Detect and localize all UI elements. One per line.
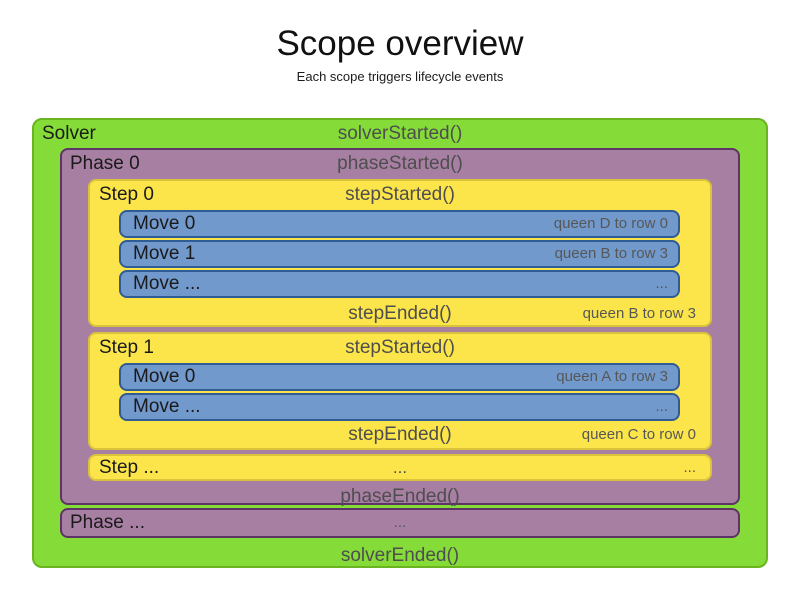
move-label: Move 0 [133, 366, 196, 387]
step-ended-detail: queen B to row 3 [582, 305, 696, 322]
move-detail: queen D to row 0 [553, 215, 668, 232]
step-ended-event: stepEnded() [348, 424, 452, 445]
solver-label: Solver [42, 123, 96, 144]
step-label: Step ... [99, 457, 160, 478]
step-ellipsis-right: ... [683, 459, 696, 476]
step-ended-event: stepEnded() [348, 303, 452, 324]
phase-0-scope-box: Phase 0 phaseStarted() Step 0 stepStarte… [60, 148, 740, 508]
move-detail: ... [655, 275, 668, 292]
phase-label: Phase ... [70, 512, 145, 533]
step-1-header-row: Step 1 stepStarted() [90, 336, 710, 360]
step-ellipsis-center: ... [392, 458, 408, 477]
move-row: Move 0 queen A to row 3 [119, 363, 680, 391]
phase-0-header-row: Phase 0 phaseStarted() [62, 152, 738, 176]
move-detail: ... [655, 398, 668, 415]
page-subtitle: Each scope triggers lifecycle events [296, 69, 504, 84]
step-label: Step 1 [99, 337, 154, 358]
move-label: Move 0 [133, 213, 196, 234]
page-title: Scope overview [276, 24, 524, 63]
solver-scope-box: Solver solverStarted() Phase 0 phaseStar… [32, 118, 768, 568]
move-row: Move ... ... [119, 393, 680, 421]
step-ellipsis-box: Step ... ... ... [88, 454, 712, 481]
phase-ellipsis-row: Phase ... ... [62, 510, 738, 536]
step-ellipsis-row: Step ... ... ... [90, 456, 710, 479]
phase-ellipsis-center: ... [393, 514, 407, 531]
solver-started-event: solverStarted() [337, 123, 463, 144]
step-1-scope-box: Step 1 stepStarted() Move 0 queen A to r… [88, 332, 712, 450]
solver-ended-event: solverEnded() [340, 545, 460, 566]
step-label: Step 0 [99, 184, 154, 205]
move-row: Move ... ... [119, 270, 680, 298]
move-detail: queen B to row 3 [554, 245, 668, 262]
phase-ellipsis-box: Phase ... ... [60, 508, 740, 538]
solver-header-row: Solver solverStarted() [34, 122, 766, 146]
phase-started-event: phaseStarted() [337, 153, 463, 174]
phase-ended-event: phaseEnded() [340, 486, 460, 507]
move-detail: queen A to row 3 [556, 368, 668, 385]
move-row: Move 0 queen D to row 0 [119, 210, 680, 238]
step-0-header-row: Step 0 stepStarted() [90, 183, 710, 207]
move-row: Move 1 queen B to row 3 [119, 240, 680, 268]
step-started-event: stepStarted() [345, 184, 455, 205]
move-label: Move ... [133, 273, 201, 294]
move-label: Move ... [133, 396, 201, 417]
phase-0-footer-row: phaseEnded() [62, 486, 738, 508]
step-started-event: stepStarted() [345, 337, 455, 358]
move-label: Move 1 [133, 243, 196, 264]
step-1-footer-row: stepEnded() queen C to row 0 [90, 423, 710, 447]
step-0-scope-box: Step 0 stepStarted() Move 0 queen D to r… [88, 179, 712, 327]
step-0-footer-row: stepEnded() queen B to row 3 [90, 302, 710, 326]
solver-footer-row: solverEnded() [34, 544, 766, 568]
phase-label: Phase 0 [70, 153, 140, 174]
step-ended-detail: queen C to row 0 [581, 426, 696, 443]
